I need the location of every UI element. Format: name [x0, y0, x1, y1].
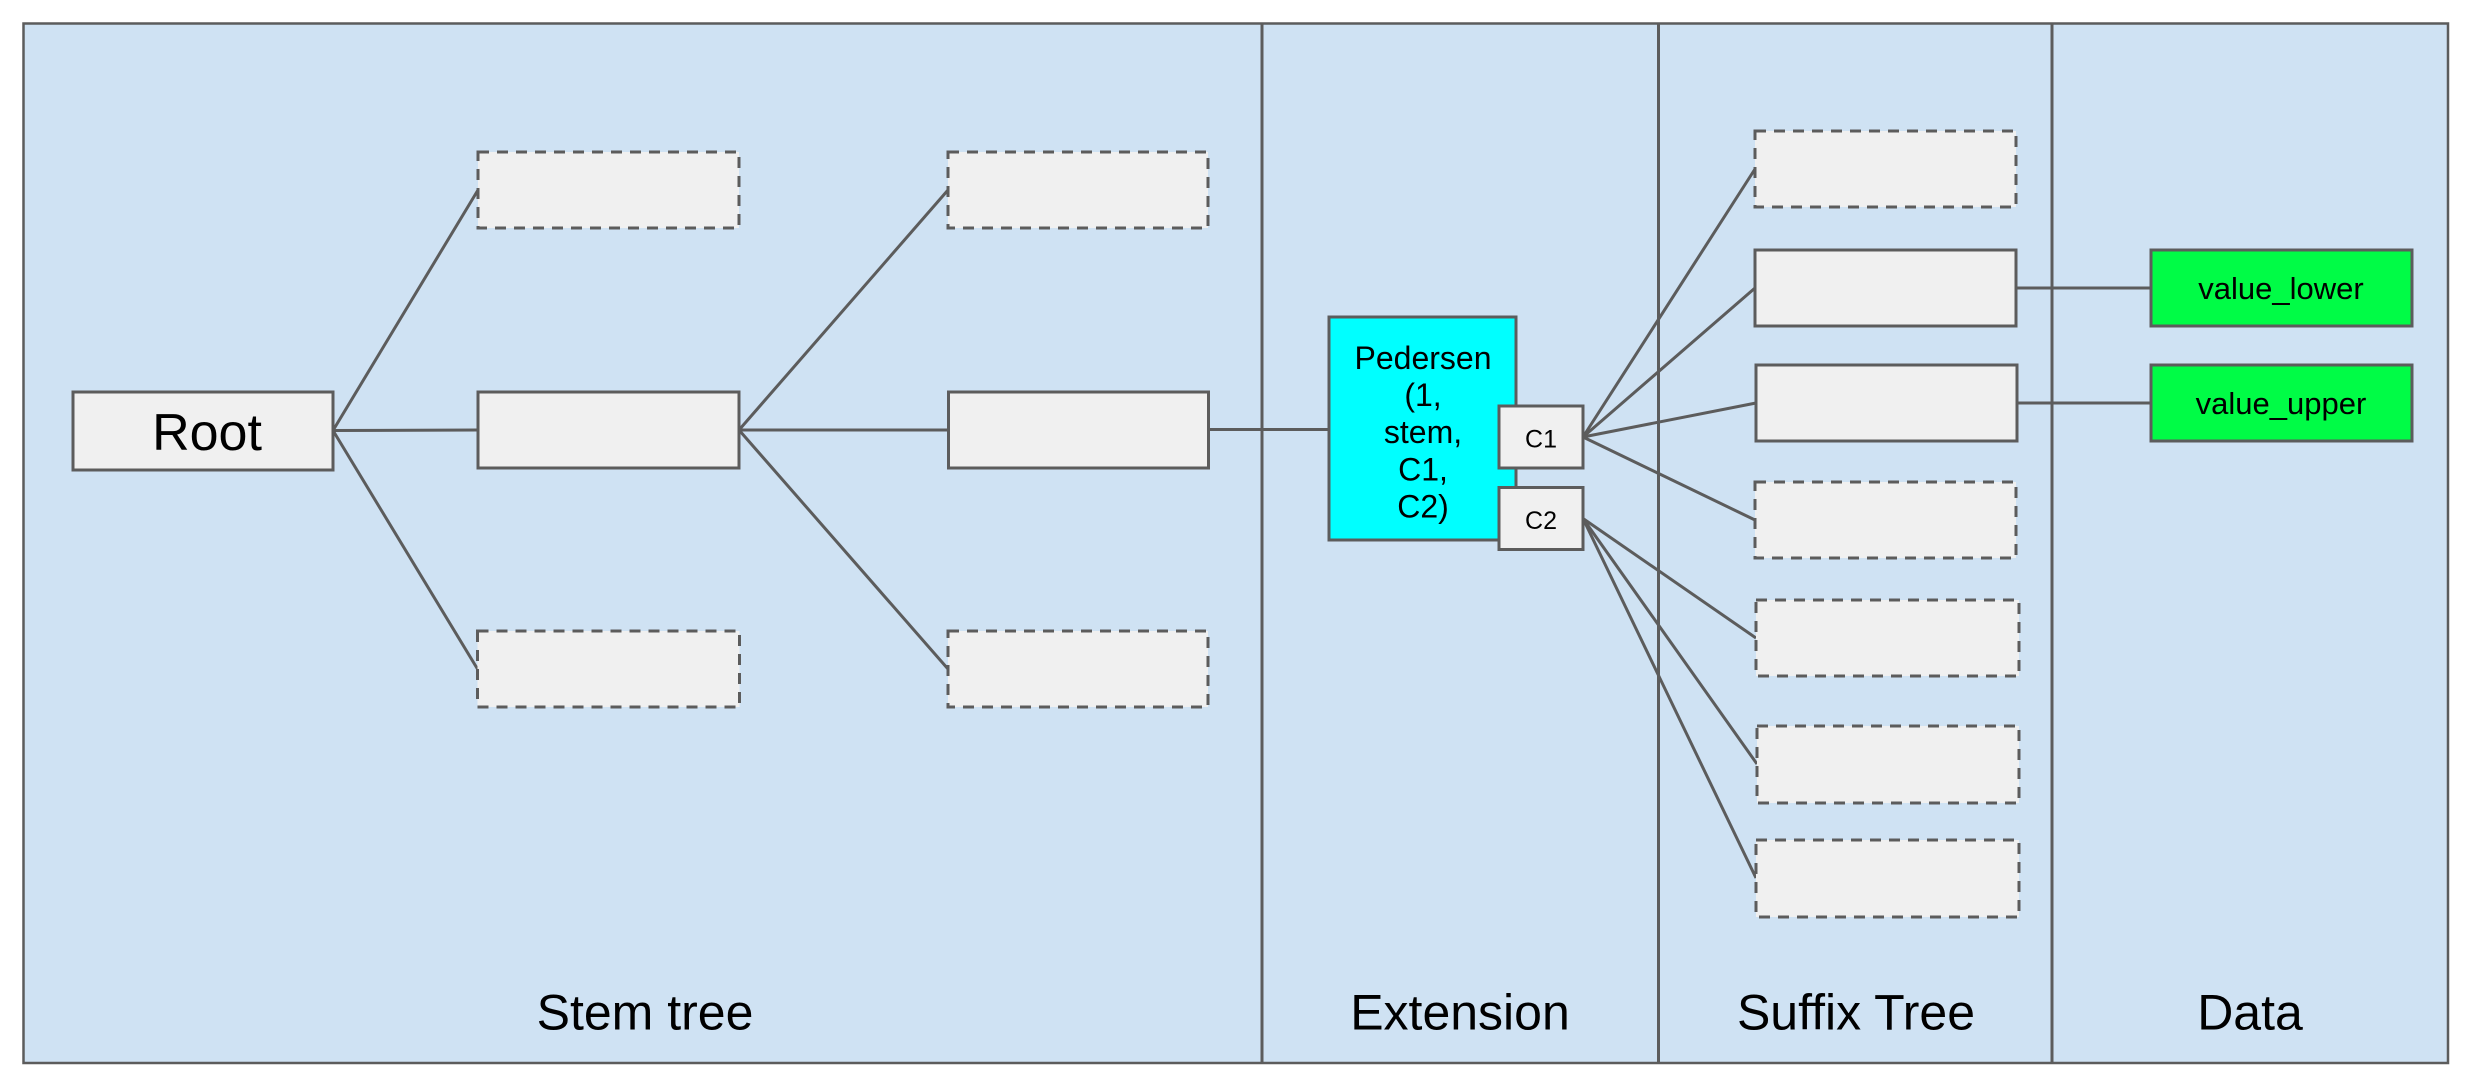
svg-text:value_upper: value_upper: [2196, 386, 2367, 421]
svg-text:Root: Root: [152, 404, 262, 462]
svg-text:C1,: C1,: [1398, 451, 1448, 487]
svg-text:C1: C1: [1525, 426, 1557, 454]
svg-text:stem,: stem,: [1384, 414, 1462, 450]
svg-text:Extension: Extension: [1350, 985, 1570, 1041]
svg-text:C2): C2): [1397, 488, 1449, 524]
svg-text:Stem tree: Stem tree: [537, 985, 754, 1041]
svg-text:Data: Data: [2197, 985, 2303, 1041]
svg-text:(1,: (1,: [1404, 377, 1441, 413]
svg-text:C2: C2: [1525, 507, 1557, 535]
svg-text:Pedersen: Pedersen: [1355, 340, 1492, 376]
svg-text:Suffix Tree: Suffix Tree: [1737, 985, 1975, 1041]
svg-text:value_lower: value_lower: [2198, 271, 2363, 306]
